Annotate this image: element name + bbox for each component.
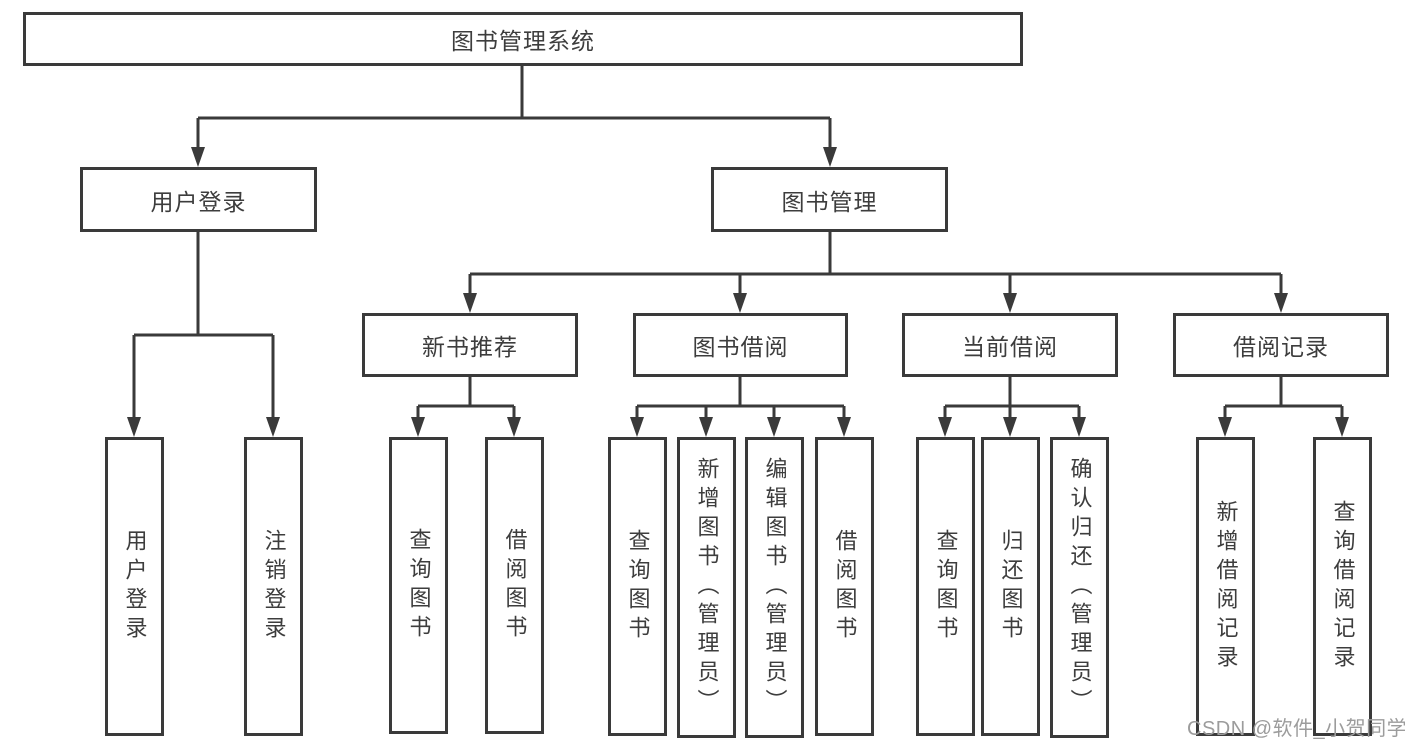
node-current-borrow: 当前借阅 <box>902 313 1118 377</box>
node-root-label: 图书管理系统 <box>451 28 595 54</box>
leaf-confirm-return-admin: 确认归还（管理员） <box>1050 437 1109 738</box>
node-book-management: 图书管理 <box>711 167 948 232</box>
leaf-recommend-query-books-label: 查询图书 <box>406 527 432 644</box>
leaf-logout: 注销登录 <box>244 437 303 736</box>
leaf-current-query-books-label: 查询图书 <box>933 528 959 645</box>
node-book-borrow-label: 图书借阅 <box>692 334 789 360</box>
leaf-add-books-admin-label: 新增图书（管理员） <box>694 457 720 718</box>
leaf-borrow-query-books-label: 查询图书 <box>625 528 651 645</box>
leaf-recommend-borrow-books: 借阅图书 <box>485 437 544 734</box>
node-borrow-records: 借阅记录 <box>1173 313 1389 377</box>
leaf-user-login-label: 用户登录 <box>122 528 148 645</box>
leaf-add-books-admin: 新增图书（管理员） <box>677 437 736 738</box>
leaf-borrow-books: 借阅图书 <box>815 437 874 736</box>
leaf-return-books-label: 归还图书 <box>998 528 1024 645</box>
csdn-watermark: CSDN @软件_小贺同学 <box>1187 718 1405 740</box>
node-root: 图书管理系统 <box>23 12 1023 66</box>
node-new-book-recommend: 新书推荐 <box>362 313 578 377</box>
leaf-borrow-books-label: 借阅图书 <box>832 528 858 645</box>
leaf-confirm-return-admin-label: 确认归还（管理员） <box>1067 457 1093 718</box>
leaf-recommend-borrow-books-label: 借阅图书 <box>502 527 528 644</box>
node-book-management-label: 图书管理 <box>781 188 878 215</box>
leaf-add-borrow-record: 新增借阅记录 <box>1196 437 1255 736</box>
leaf-recommend-query-books: 查询图书 <box>389 437 448 734</box>
node-current-borrow-label: 当前借阅 <box>962 334 1058 360</box>
leaf-current-query-books: 查询图书 <box>916 437 975 736</box>
node-user-login-label: 用户登录 <box>150 188 247 215</box>
leaf-query-borrow-record: 查询借阅记录 <box>1313 437 1372 736</box>
leaf-query-borrow-record-label: 查询借阅记录 <box>1330 499 1356 674</box>
leaf-edit-books-admin-label: 编辑图书（管理员） <box>762 457 788 718</box>
node-user-login: 用户登录 <box>80 167 317 232</box>
node-borrow-records-label: 借阅记录 <box>1233 334 1329 360</box>
leaf-logout-label: 注销登录 <box>261 528 287 645</box>
node-book-borrow: 图书借阅 <box>633 313 848 377</box>
leaf-edit-books-admin: 编辑图书（管理员） <box>745 437 804 738</box>
leaf-user-login: 用户登录 <box>105 437 164 736</box>
leaf-return-books: 归还图书 <box>981 437 1040 736</box>
leaf-borrow-query-books: 查询图书 <box>608 437 667 736</box>
node-new-book-recommend-label: 新书推荐 <box>422 334 518 360</box>
leaf-add-borrow-record-label: 新增借阅记录 <box>1213 499 1239 674</box>
